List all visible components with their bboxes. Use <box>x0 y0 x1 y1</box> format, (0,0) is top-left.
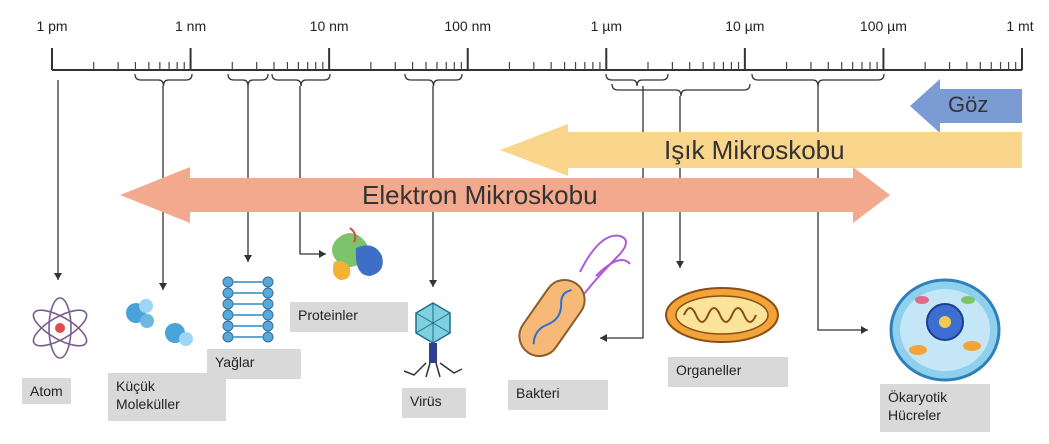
tick-label: 10 nm <box>309 18 349 34</box>
mitochondrion-icon <box>665 287 779 343</box>
lipid-bilayer-icon <box>222 276 274 343</box>
virus-icon <box>403 302 463 378</box>
range-brace <box>751 73 885 87</box>
range-brace <box>134 73 193 87</box>
tick-label: 100 nm <box>444 18 492 34</box>
range-brace <box>611 83 751 97</box>
small-molecules-label: Küçük Moleküller <box>108 373 226 421</box>
pointer-arrowhead <box>159 283 167 290</box>
pointer-arrowhead <box>319 250 326 258</box>
isik-arrow <box>500 124 1022 176</box>
tick-label: 1 mt <box>1006 18 1034 34</box>
elektron-label: Elektron Mikroskobu <box>362 180 598 210</box>
goz-arrow <box>910 79 1022 133</box>
bacterium-label: Bakteri <box>508 380 608 410</box>
proteins-label: Proteinler <box>290 302 408 332</box>
pointer-line <box>600 86 644 339</box>
isik-label: Işık Mikroskobu <box>664 135 845 165</box>
eukaryotic-cell-icon <box>889 278 1001 382</box>
pointer-arrowhead <box>600 334 607 342</box>
pointer-arrowhead <box>429 280 437 287</box>
lipids-label: Yağlar <box>207 349 301 379</box>
pointer-arrowhead <box>54 273 62 280</box>
pointer-line <box>299 86 326 255</box>
tick-label: 1 µm <box>590 18 622 34</box>
eukaryotic-cells-label: Ökaryotik Hücreler <box>880 384 990 432</box>
pointer-arrowhead <box>676 261 684 268</box>
bacterium-icon <box>518 234 631 358</box>
range-brace <box>227 73 269 87</box>
range-brace <box>605 73 669 87</box>
goz-label: Göz <box>948 92 989 117</box>
range-brace <box>404 73 463 87</box>
tick-label: 1 pm <box>36 18 68 34</box>
tick-label: 1 nm <box>175 18 207 34</box>
elektron-arrow <box>120 167 890 223</box>
protein-icon <box>332 227 383 280</box>
atom-label: Atom <box>22 378 71 404</box>
tick-label: 100 µm <box>859 18 907 34</box>
pointer-arrowhead <box>861 326 868 334</box>
range-brace <box>271 73 331 87</box>
virus-label: Virüs <box>402 388 466 418</box>
atom-icon <box>32 297 88 359</box>
pointer-arrowhead <box>244 255 252 262</box>
small-molecules-icon <box>126 299 193 346</box>
organelles-label: Organeller <box>668 357 788 387</box>
tick-label: 10 µm <box>725 18 765 34</box>
